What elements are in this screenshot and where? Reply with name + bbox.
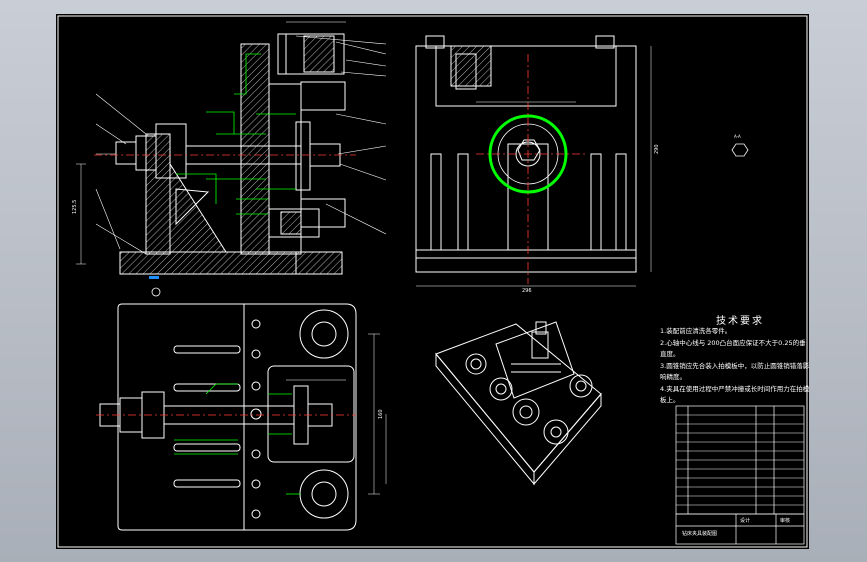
cad-drawing-viewport[interactable]: 125.5	[56, 14, 809, 549]
front-leaders	[176, 53, 296, 215]
front-height-dim: 125.5	[72, 200, 78, 214]
detail-aa-label: A-A	[734, 134, 741, 139]
plan-view	[99, 303, 357, 531]
side-height-dim: 290	[654, 144, 660, 154]
side-width-dim: 296	[522, 288, 532, 294]
side-view	[415, 35, 637, 273]
balloon-leaders	[95, 35, 387, 255]
tech-note-4: 4.夹具在使用过程中严禁冲撞或长时间作用力在拍模板上。	[660, 384, 810, 405]
title-block-drawn: 设计	[740, 518, 751, 524]
detail-aa	[731, 143, 749, 157]
plan-dimensions	[286, 333, 387, 495]
plan-leaders	[174, 383, 301, 495]
tech-req-notes: 1.装配前应清洗各零件。 2.心轴中心线与 200凸台面应保证不大于0.25的垂…	[660, 326, 810, 407]
parts-list-rows	[676, 414, 804, 515]
title-block-name: 钻床夹具装配图	[682, 531, 718, 537]
isometric-view	[435, 321, 602, 486]
tech-req-title: 技术要求	[716, 316, 764, 327]
front-dimensions	[76, 21, 346, 265]
tech-note-1: 1.装配前应清洗各零件。	[660, 327, 732, 335]
tech-note-3: 3.圆锥销应先合装入拍模板中，以防止圆锥销错落影响精度。	[660, 361, 810, 382]
assembly-drawing: 125.5	[57, 15, 808, 548]
tech-note-2: 2.心轴中心线与 200凸台面应保证不大于0.25的垂直度。	[660, 338, 806, 359]
plan-center-dist: 160	[378, 409, 384, 419]
side-flange-ring	[488, 114, 568, 194]
drawing-border	[57, 15, 808, 548]
title-block-check: 审核	[780, 518, 791, 524]
side-dimensions	[416, 46, 652, 287]
section-marker	[149, 276, 159, 279]
front-view	[115, 33, 346, 275]
